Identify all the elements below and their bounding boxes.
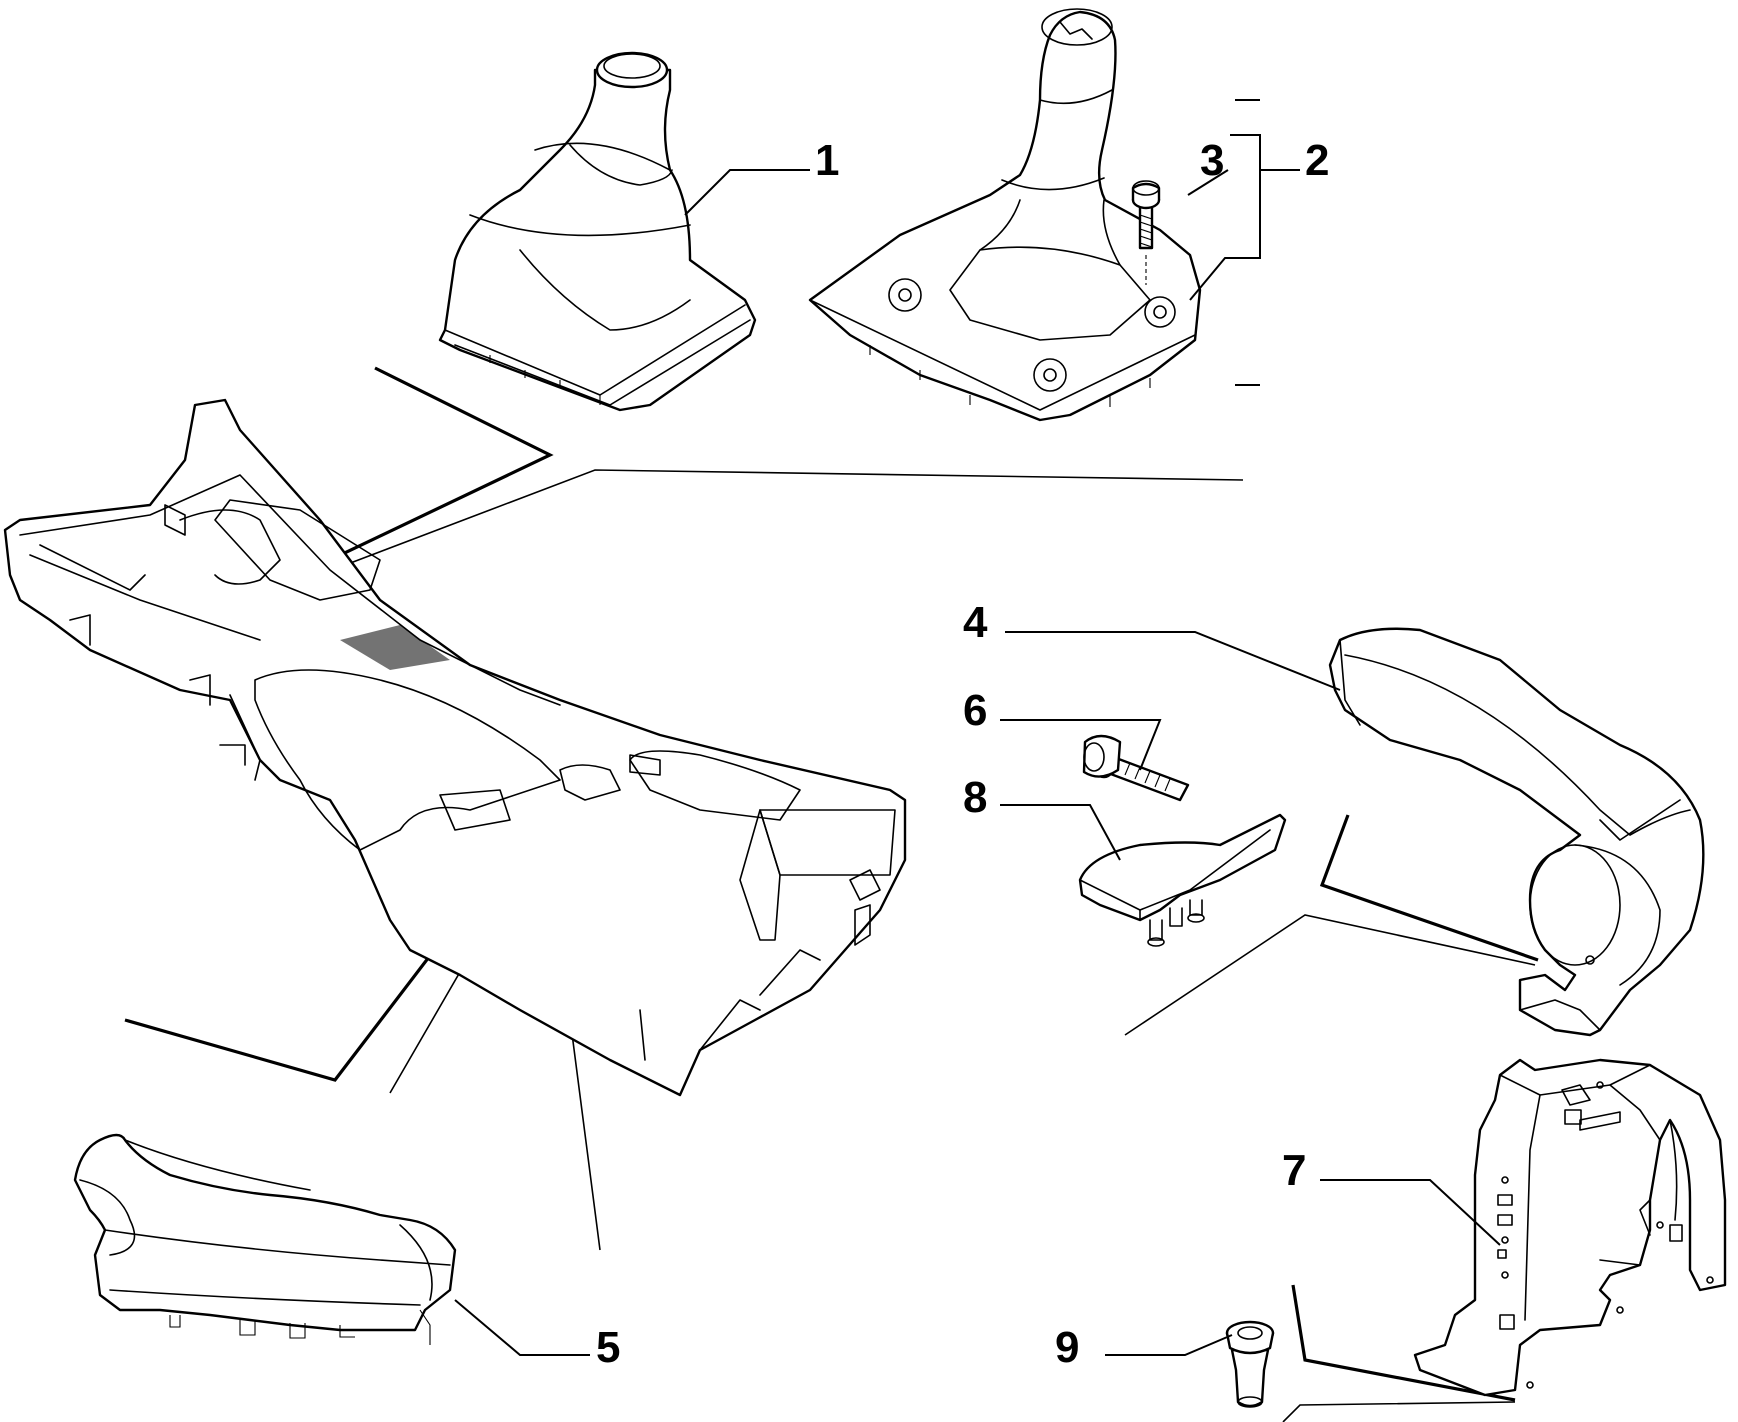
- callout-7: 7: [1282, 1146, 1306, 1195]
- callout-8: 8: [963, 773, 987, 822]
- callout-9: 9: [1055, 1323, 1079, 1372]
- callouts: 1 2 3 4 5 6 7 8 9: [596, 136, 1329, 1372]
- metal-bracket: [1413, 1058, 1727, 1397]
- screw-part-3: [1131, 180, 1161, 285]
- callout-2: 2: [1305, 136, 1329, 185]
- callout-6: 6: [963, 686, 987, 735]
- callout-5: 5: [596, 1323, 620, 1372]
- gear-lever-boot: [438, 51, 757, 412]
- armrest: [1328, 627, 1705, 1037]
- bolt-part-6: [1082, 734, 1190, 802]
- callout-4: 4: [963, 598, 988, 647]
- center-console: [3, 398, 907, 1097]
- cover-clip-part-8: [1078, 813, 1287, 947]
- callout-3: 3: [1200, 136, 1224, 185]
- lower-console-panel: [73, 1133, 457, 1345]
- leader-lines: [454, 99, 1501, 1356]
- gear-knob-trim-assembly: [808, 8, 1202, 422]
- rivet-nut-part-9: [1225, 1320, 1275, 1408]
- callout-1: 1: [815, 136, 839, 185]
